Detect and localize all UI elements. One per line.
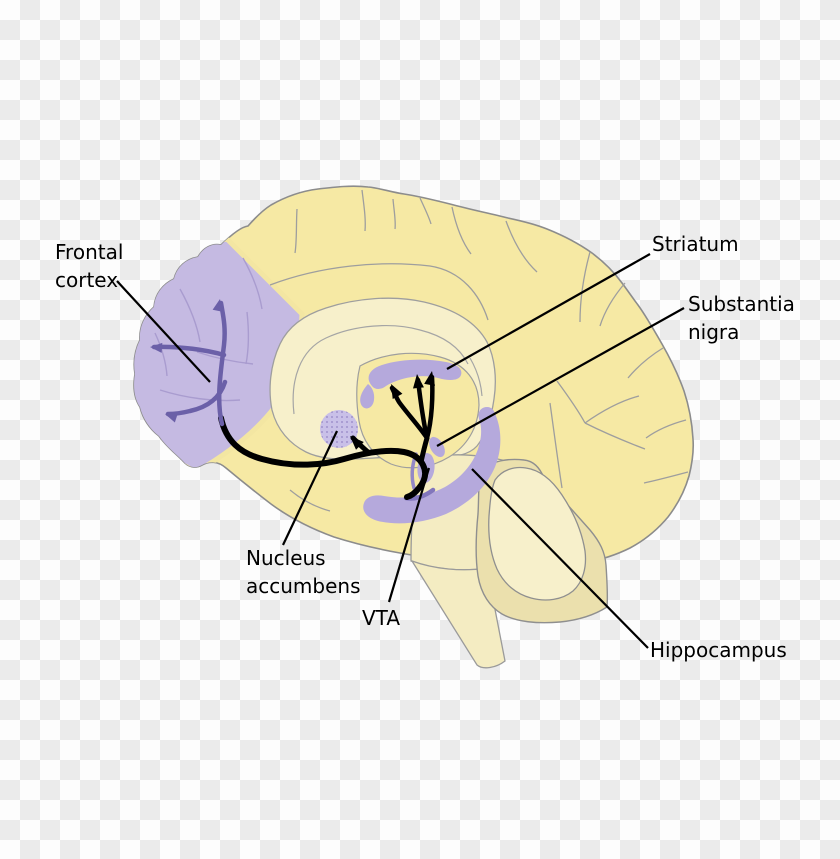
arrowhead-axon-mid: [150, 342, 163, 353]
arrowhead-striatum-mid: [412, 374, 424, 389]
pointer-striatum: [446, 253, 651, 370]
axon-arrowheads: [150, 299, 223, 423]
pointer-lines: [116, 253, 685, 649]
hippocampus-shape: [363, 407, 501, 524]
mesocortical-trunk: [218, 415, 429, 500]
label-nucleus-accumbens-line2: accumbens: [246, 574, 361, 598]
dopamine-pathways: [218, 374, 435, 500]
pointer-nucleus-accumbens: [282, 430, 338, 546]
label-hippocampus: Hippocampus: [650, 636, 787, 664]
label-nucleus-accumbens: Nucleus accumbens: [246, 544, 361, 600]
label-striatum: Striatum: [652, 230, 739, 258]
arrowhead-accumbens: [350, 436, 364, 450]
pointer-substantia-nigra: [436, 307, 685, 447]
pathway-arrowheads: [350, 371, 435, 450]
arrowhead-striatum-right: [424, 371, 435, 386]
limbic-structures: [360, 359, 501, 524]
axon-trunk: [216, 300, 227, 427]
striatum-tail-shape: [360, 384, 375, 409]
nucleus-accumbens-dots: [320, 410, 358, 448]
arrowhead-axon-low: [165, 412, 178, 423]
pointer-hippocampus: [471, 468, 649, 649]
substantia-nigra-shape: [429, 436, 445, 458]
striatum-shape: [368, 359, 462, 389]
label-hippocampus-line1: Hippocampus: [650, 638, 787, 662]
pointer-frontal-cortex: [116, 280, 211, 383]
arrowhead-axon-top: [212, 299, 223, 312]
pointer-vta: [387, 467, 431, 603]
frontal-sulci: [154, 257, 263, 402]
label-substantia-nigra-line1: Substantia: [688, 292, 795, 316]
label-substantia-nigra-line2: nigra: [688, 320, 740, 344]
label-frontal-cortex-line1: Frontal: [55, 240, 124, 264]
label-striatum-line1: Striatum: [652, 232, 739, 256]
label-vta: VTA: [362, 604, 400, 632]
label-frontal-cortex: Frontal cortex: [55, 238, 123, 294]
label-nucleus-accumbens-line1: Nucleus: [246, 546, 326, 570]
arrowhead-striatum-left: [391, 384, 403, 399]
label-frontal-cortex-line2: cortex: [55, 268, 119, 292]
label-substantia-nigra: Substantia nigra: [688, 290, 795, 346]
label-vta-line1: VTA: [362, 606, 401, 630]
